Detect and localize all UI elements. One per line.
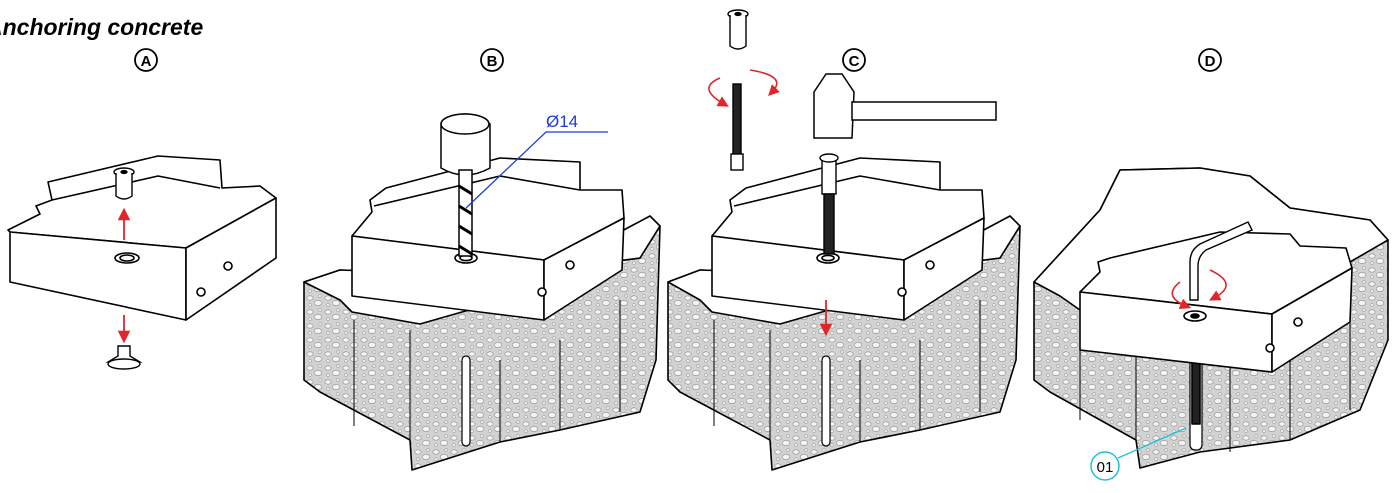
diagram-title: Anchoring concrete	[0, 14, 204, 40]
threaded-rod-icon	[730, 83, 744, 171]
rotation-arrow-icon-d	[1171, 269, 1227, 310]
step-label-d: D	[1198, 48, 1222, 72]
step-label-a: A	[134, 48, 158, 72]
step-letter-c: C	[849, 53, 860, 70]
step-label-c: C	[842, 48, 866, 72]
hammer-icon	[813, 73, 997, 139]
hex-key-icon	[1189, 221, 1253, 301]
part-number-label: 01	[1097, 459, 1114, 476]
drill-icon	[440, 113, 491, 257]
panel-d-base-plate	[1079, 231, 1353, 373]
step-letter-a: A	[141, 53, 152, 70]
drill-diameter-callout: Ø14	[465, 112, 608, 209]
screw-icon	[113, 167, 135, 200]
panel-a-base-plate	[7, 155, 277, 321]
step-label-b: B	[480, 48, 504, 72]
screw-icon-c	[727, 9, 749, 50]
rotation-arrow-icon	[708, 69, 780, 107]
drill-diameter-label: Ø14	[546, 112, 578, 131]
threaded-anchor-icon	[819, 153, 839, 255]
panel-c-base-plate	[711, 157, 985, 321]
step-letter-d: D	[1205, 53, 1216, 70]
part-number-callout: 01	[1090, 427, 1187, 481]
washer-icon	[105, 345, 143, 370]
step-letter-b: B	[487, 53, 498, 70]
panel-b-base-plate	[351, 157, 625, 321]
